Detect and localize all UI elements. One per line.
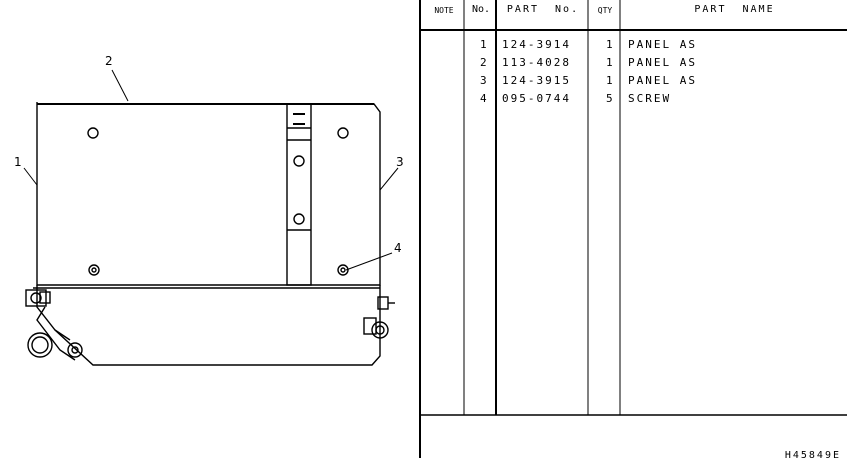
lower-panel-outline — [36, 285, 381, 366]
panel-illustration — [23, 69, 399, 366]
row-qty: 5 — [606, 92, 615, 105]
row-part-no: 124-3914 — [502, 38, 571, 51]
divider-strip — [286, 103, 312, 286]
row-part-no: 124-3915 — [502, 74, 571, 87]
row-part-no: 095-0744 — [502, 92, 571, 105]
row-qty: 1 — [606, 74, 615, 87]
row-part-name: PANEL AS — [628, 56, 697, 69]
header-qty: QTY — [597, 6, 613, 15]
row-part-no: 113-4028 — [502, 56, 571, 69]
header-part-no: PART No. — [506, 4, 580, 15]
row-no: 1 — [480, 38, 489, 51]
callout-4: 4 — [394, 241, 402, 255]
row-no: 3 — [480, 74, 489, 87]
row-qty: 1 — [606, 56, 615, 69]
parts-table: NOTE No. PART No. QTY PART NAME 1 124-39… — [418, 0, 847, 467]
callout-2: 2 — [105, 54, 113, 68]
row-no: 2 — [480, 56, 489, 69]
callout-1: 1 — [14, 155, 22, 169]
upper-panel-outline — [36, 102, 381, 286]
row-no: 4 — [480, 92, 489, 105]
callout-3: 3 — [396, 155, 404, 169]
row-part-name: PANEL AS — [628, 74, 697, 87]
drawing-code: H45849E — [784, 450, 841, 461]
parts-drawing: 1 2 3 4 — [0, 0, 420, 467]
row-part-name: SCREW — [628, 92, 672, 105]
row-part-name: PANEL AS — [628, 38, 697, 51]
header-note: NOTE — [434, 6, 454, 15]
table-grid — [419, 0, 847, 458]
header-part-name: PART NAME — [694, 4, 775, 15]
header-no: No. — [471, 4, 491, 15]
row-qty: 1 — [606, 38, 615, 51]
